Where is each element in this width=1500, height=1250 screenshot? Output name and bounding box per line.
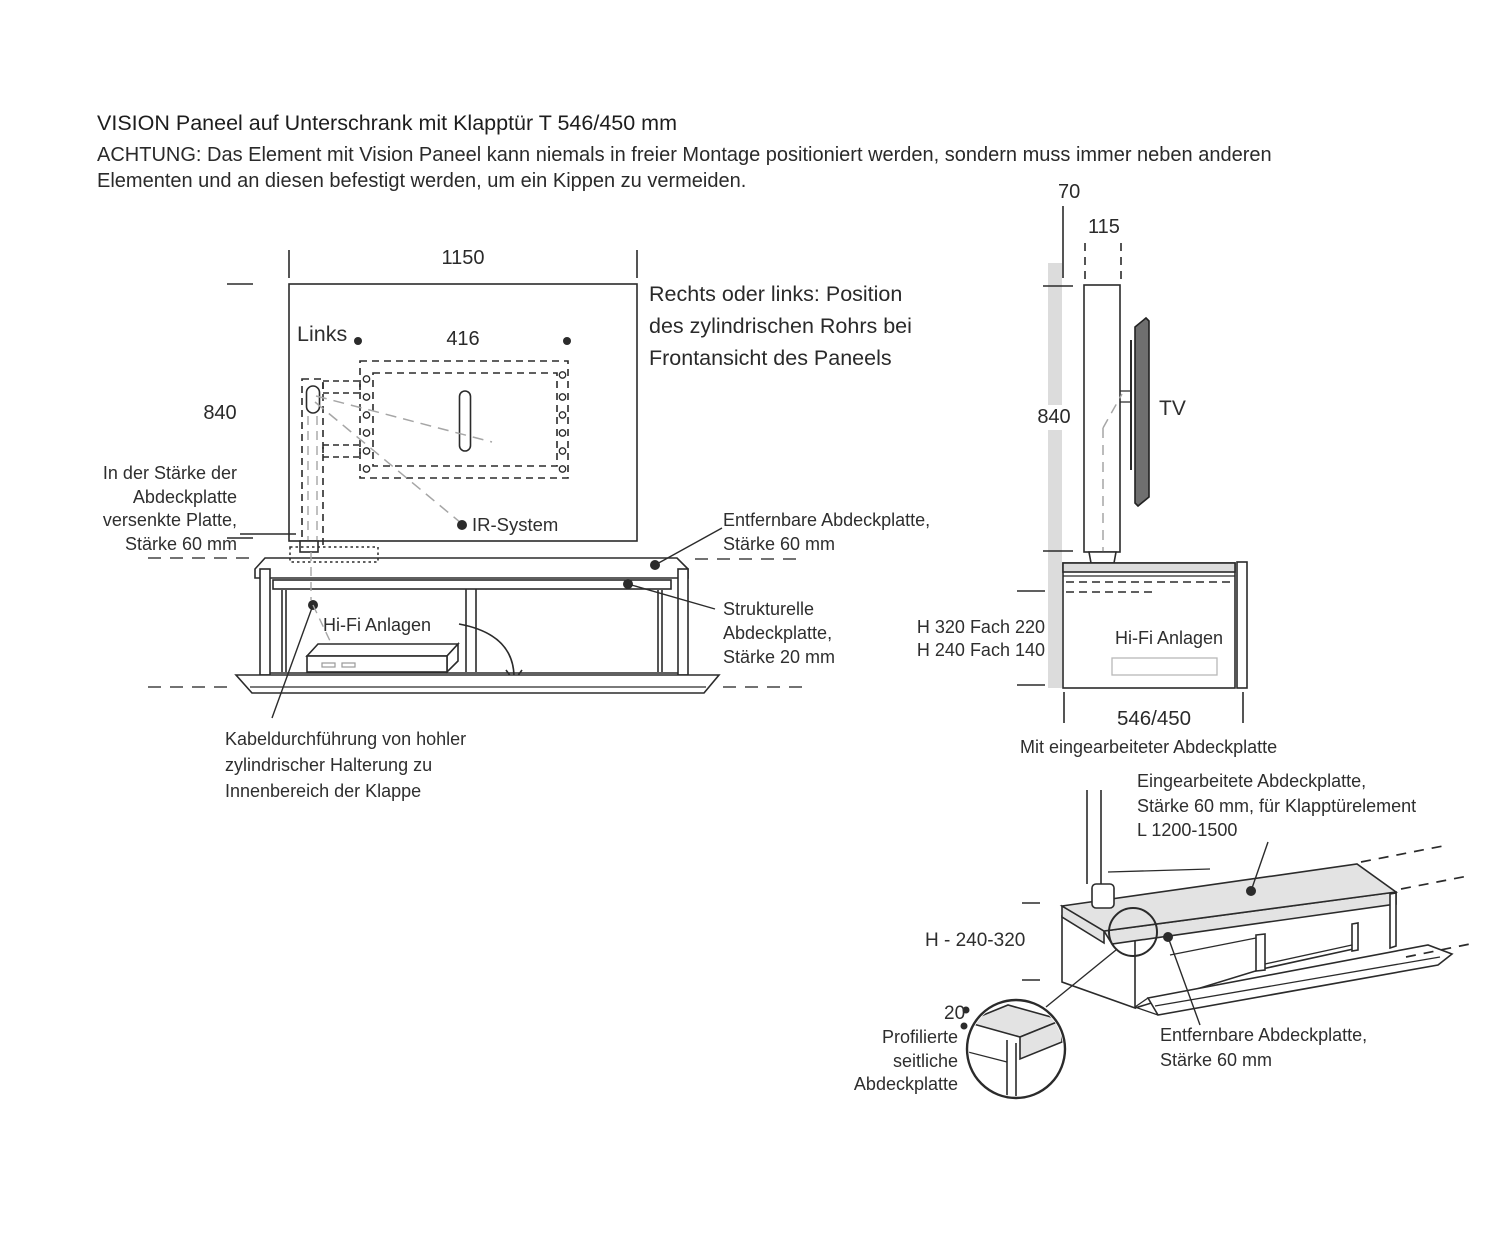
profile-dot-2 [960, 1022, 968, 1030]
fach-ticks [1017, 590, 1045, 686]
links-dot [354, 337, 362, 345]
side-height-dim: 840 [1028, 405, 1080, 430]
iso-removable-note: Entfernbare Abdeckplatte, Stärke 60 mm [1160, 1025, 1368, 1070]
side-panel-outline [1083, 284, 1121, 553]
iso-flap-ridge [1154, 956, 1441, 1007]
side-view-drawing [1017, 206, 1248, 723]
side-offset-dim: 70 [1058, 181, 1081, 203]
profile-dot-1 [962, 1006, 970, 1014]
side-hifi-label: Hi-Fi Anlagen [1115, 628, 1224, 648]
iso-plate-top-face [1059, 863, 1399, 932]
center-slot [458, 390, 472, 452]
leader-ir-dashed [314, 401, 462, 524]
front-position-label: Links [297, 322, 348, 346]
side-cabinet-top-strip [1062, 562, 1236, 573]
front-view-drawing [148, 250, 805, 719]
iso-integrated-note: Eingearbeitete Abdeckplatte, Stärke 60 m… [1137, 771, 1417, 840]
tube-tab-lower [322, 444, 361, 458]
tv-profile [1134, 316, 1150, 508]
tv-bracket [1120, 390, 1132, 403]
mount-pattern-outer [359, 360, 569, 479]
side-cabinet-body [1062, 562, 1236, 689]
cable-leader [271, 604, 314, 719]
side-height-ticks [1043, 285, 1073, 552]
iso-profiled-note: Profilierte seitliche Abdeckplatte [853, 1027, 958, 1094]
leader-slot-dashed [315, 395, 493, 443]
side-shelf-dims: H 320 Fach 220 H 240 Fach 140 [916, 617, 1045, 660]
side-panel-depth-dim: 115 [1088, 216, 1120, 238]
cabinet-right-wall [677, 568, 689, 676]
front-cable-note: Kabeldurchführung von hohler zylindrisch… [225, 729, 467, 801]
structural-plate [272, 579, 672, 590]
iso-back-line [1107, 868, 1211, 873]
detail-leader [1045, 949, 1117, 1008]
tube-tab-upper [322, 380, 361, 394]
iso-post-foot [1091, 883, 1115, 909]
side-tv-label: TV [1159, 397, 1186, 420]
iso-flap-door [1146, 944, 1454, 1016]
page-title: VISION Paneel auf Unterschrank mit Klapp… [97, 111, 677, 135]
detail-circle-content [969, 1004, 1063, 1096]
warning-text: ACHTUNG: Das Element mit Vision Paneel k… [97, 144, 1272, 192]
depth-dim-ticks [1063, 692, 1244, 723]
front-height-dim: 840 [203, 402, 237, 424]
iso-height-range-dim: H - 240-320 [925, 930, 1026, 951]
integrated-plate-leader [1250, 841, 1269, 892]
side-hifi-box [1111, 657, 1218, 676]
iso-flap-hinge [1134, 997, 1159, 1016]
front-structural-note: Strukturelle Abdeckplatte, Stärke 20 mm [723, 599, 836, 667]
front-hifi-label: Hi-Fi Anlagen [323, 615, 432, 635]
corner-marker-circle [1108, 907, 1158, 957]
side-cabinet-front-panel [1236, 561, 1248, 689]
front-ir-label: IR-System [472, 514, 559, 535]
cable-dashed [310, 552, 332, 644]
right-dot [563, 337, 571, 345]
hifi-device [305, 641, 460, 674]
flap-door [234, 674, 721, 694]
side-caption: Mit eingearbeiteter Abdeckplatte [1020, 737, 1278, 757]
panel-depth-ticks [1084, 243, 1122, 281]
front-height-dim-ticks [227, 283, 253, 539]
removable-plate-leader [654, 527, 723, 566]
front-width-dim-ticks [288, 250, 638, 278]
cabinet-top-plate [254, 557, 689, 579]
tube-inner-dashed [307, 416, 318, 545]
iso-divider-1 [1255, 933, 1266, 972]
iso-height-ticks [1022, 902, 1040, 981]
level-dashed-lines [148, 557, 805, 688]
iso-right-upright [1389, 892, 1397, 950]
tube-slot [305, 385, 321, 414]
iso-removable-leader [1167, 936, 1201, 1026]
wall-band [1048, 263, 1062, 688]
cabinet-left-wall [259, 568, 271, 676]
front-removable-note: Entfernbare Abdeckplatte, Stärke 60 mm [723, 510, 931, 554]
iso-divider-2 [1351, 922, 1359, 952]
structural-plate-leader [627, 583, 716, 610]
mount-pattern-inner [372, 372, 558, 467]
iso-continuation-dashes [1360, 844, 1471, 958]
front-width-dim: 1150 [441, 247, 485, 269]
iso-post-lines [1086, 790, 1102, 884]
cabinet-inner-walls [281, 589, 663, 672]
iso-view-drawing [960, 790, 1471, 1100]
front-recessed-note: In der Stärke der Abdeckplatte versenkte… [102, 463, 237, 554]
side-panel-foot [1088, 551, 1117, 564]
iso-profile-dim: 20 [944, 1003, 966, 1024]
iso-floor-back-lines [1169, 937, 1353, 965]
front-position-note: Rechts oder links: Position des zylindri… [649, 282, 912, 370]
front-inner-width-dim: 416 [446, 328, 480, 350]
side-depth-dim: 546/450 [1116, 707, 1192, 730]
drill-holes [362, 371, 567, 473]
flap-arrow [458, 623, 515, 677]
recessed-plate-dotted [289, 546, 379, 563]
ir-dot [457, 520, 467, 530]
